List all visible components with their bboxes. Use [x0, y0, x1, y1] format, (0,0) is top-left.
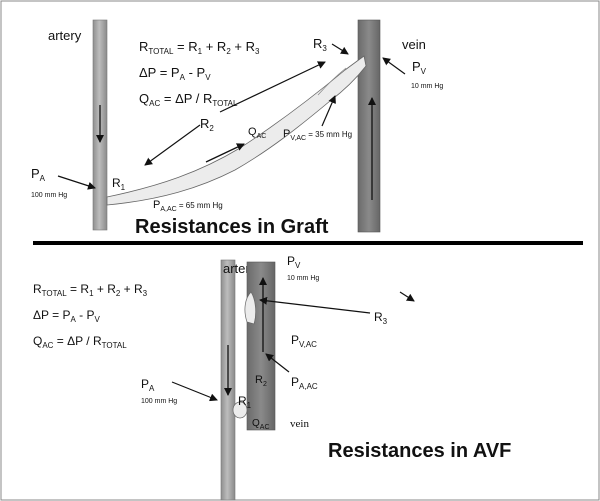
- top-r2-label: R2: [200, 116, 214, 133]
- top-pa-value: 100 mm Hg: [31, 192, 67, 199]
- top-qac-label: QAC: [248, 126, 266, 140]
- bottom-eq-delta-p: ΔP = PA - PV: [33, 308, 101, 324]
- top-pv-value: 10 mm Hg: [411, 83, 443, 90]
- bottom-vein-vessel: [246, 261, 276, 431]
- top-panel-title: Resistances in Graft: [135, 216, 329, 238]
- top-pv-label: PV: [412, 59, 427, 76]
- top-pa-label: PA: [31, 166, 46, 183]
- bottom-vein-label: vein: [290, 418, 309, 430]
- top-r3-label: R3: [313, 36, 327, 53]
- bottom-panel-title: Resistances in AVF: [328, 440, 511, 462]
- bottom-qac-label: QAC: [252, 418, 270, 431]
- bottom-r1-label: R1: [238, 394, 252, 410]
- top-pvac-label: PV,AC = 35 mm Hg: [283, 128, 352, 142]
- top-r3-arrow: [331, 43, 349, 55]
- top-graft-flow-arrow: [205, 143, 245, 163]
- top-r2-arrow-right: [219, 61, 326, 113]
- bottom-r2-label: R2: [255, 374, 267, 388]
- top-panel: artery vein RTOTAL = R1 + R2 + R3 ΔP = P…: [31, 19, 443, 238]
- top-pvac-arrow: [321, 95, 336, 127]
- bottom-eq-r-total: RTOTAL = R1 + R2 + R3: [33, 282, 148, 298]
- bottom-r3-label: R3: [374, 310, 388, 326]
- top-eq-flow: QAC = ΔP / RTOTAL: [139, 91, 238, 108]
- bottom-anastomosis: [232, 401, 248, 419]
- top-vein-label: vein: [402, 37, 426, 52]
- top-pa-arrow: [57, 175, 96, 190]
- top-pv-arrow: [382, 57, 406, 75]
- bottom-paac-label: PA,AC: [291, 375, 318, 391]
- top-r2-arrow-left: [144, 124, 201, 166]
- top-graft-conduit: [106, 55, 367, 206]
- bottom-panel: artery vein RTOTAL = R1 + R2 + R3 ΔP = P…: [33, 254, 511, 501]
- bottom-pv-label: PV: [287, 254, 301, 270]
- top-eq-r-total: RTOTAL = R1 + R2 + R3: [139, 39, 260, 56]
- top-artery-label: artery: [48, 28, 82, 43]
- bottom-pa-value: 100 mm Hg: [141, 398, 177, 405]
- bottom-eq-flow: QAC = ΔP / RTOTAL: [33, 334, 127, 350]
- bottom-pa-label: PA: [141, 377, 155, 393]
- top-r1-label: R1: [112, 176, 126, 192]
- top-paac-label: PA,AC = 65 mm Hg: [153, 199, 223, 213]
- bottom-r3-arrow: [259, 296, 371, 314]
- bottom-r3-narrowing: [244, 291, 257, 325]
- top-vein-vessel: [357, 19, 381, 233]
- bottom-pv-value: 10 mm Hg: [287, 275, 319, 282]
- panel-divider: [33, 241, 583, 245]
- top-eq-delta-p: ΔP = PA - PV: [139, 65, 211, 82]
- bottom-stray-arrow: [399, 291, 415, 302]
- bottom-pvac-label: PV,AC: [291, 333, 317, 349]
- bottom-pa-arrow: [171, 381, 218, 402]
- top-graft-inner-line: [317, 67, 347, 96]
- bottom-paac-arrow: [265, 353, 290, 373]
